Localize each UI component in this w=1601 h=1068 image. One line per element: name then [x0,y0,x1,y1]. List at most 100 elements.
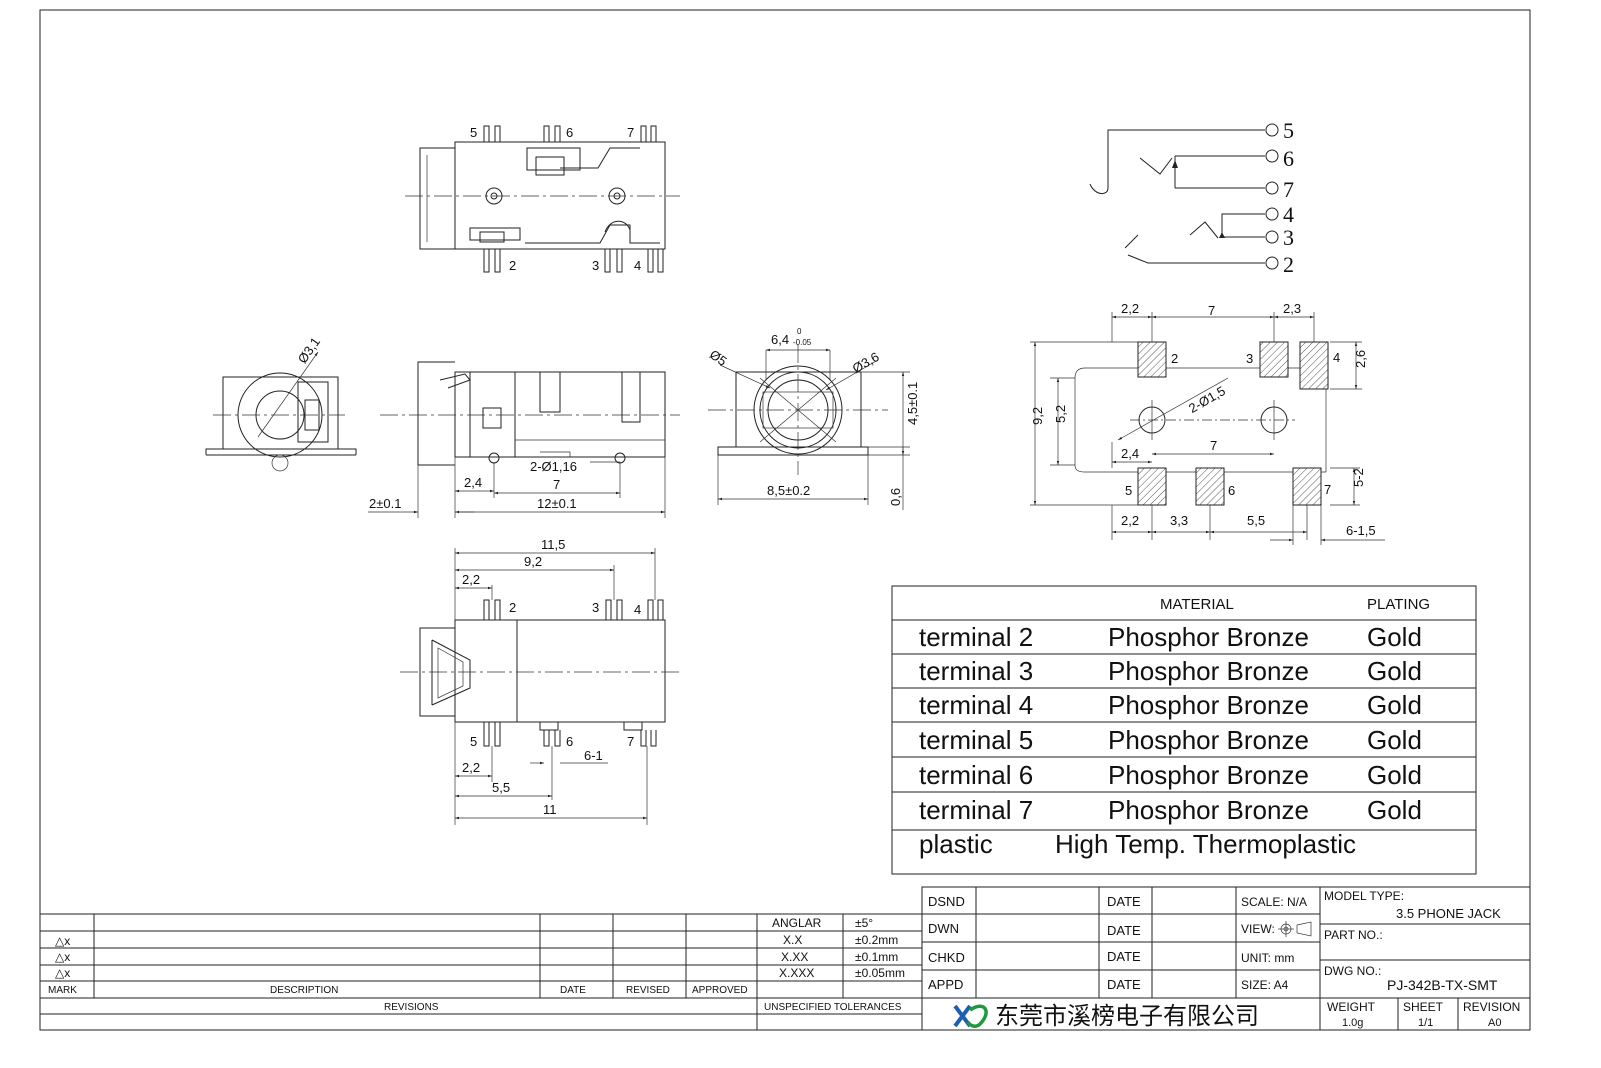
tb-weight: 1.0g [1342,1017,1363,1029]
bottom-dim-22b: 2,2 [462,760,480,775]
fp-dim-22b: 2,2 [1121,513,1139,528]
schematic: 5 6 7 4 3 2 [1089,118,1294,277]
end-dim-06: 0,6 [888,488,903,506]
bottom-pin-6: 6 [566,734,573,749]
revisions-block: △x △x △x MARK DESCRIPTION DATE REVISED A… [39,913,923,1031]
end-dim-85: 8,5±0.2 [767,483,810,498]
tb-size: SIZE: A4 [1241,978,1289,992]
material-row-2-plating: Gold [1367,656,1422,686]
bottom-pin-5: 5 [470,734,477,749]
front-dim-216: 2-Ø1,16 [530,459,577,474]
title-block: DSND DWN CHKD APPD DATE DATE DATE DATE S… [921,886,1531,1031]
fp-pad-7: 7 [1324,482,1331,497]
material-row-4-plating: Gold [1367,725,1422,755]
rev-mark-1: △x [55,934,70,948]
tol-value-1: ±0.2mm [855,933,898,947]
tb-unit: UNIT: mm [1241,951,1294,965]
fp-dim-23: 2,3 [1283,301,1301,316]
end-dim-64-sub: -0.05 [793,338,812,347]
top-pin-3: 3 [592,258,599,273]
schematic-pin-6: 6 [1283,146,1294,171]
pcb-footprint: 2,2 7 2,3 2,6 9,2 5,2 2-Ø1,5 2,4 7 5-2 2… [1030,301,1385,545]
top-pin-6: 6 [566,125,573,140]
end-dim-64-sup: 0 [797,327,802,336]
schematic-pin-3: 3 [1283,225,1294,250]
material-row-3-part: terminal 4 [919,690,1033,720]
material-row-5-plating: Gold [1367,760,1422,790]
material-row-1-material: Phosphor Bronze [1108,622,1309,652]
tb-revision-label: REVISION [1463,1000,1520,1014]
end-view: 6,4 0 -0.05 Ø5 Ø3,6 4,5±0.1 8,5±0.2 0,6 [707,327,920,510]
fp-dim-52: 5,2 [1053,405,1068,423]
schematic-pin-5: 5 [1283,118,1294,143]
material-row-4-part: terminal 5 [919,725,1033,755]
tb-dsnd: DSND [928,894,965,909]
top-pin-5: 5 [470,125,477,140]
bottom-dim-61: 6-1 [584,748,603,763]
fp-dim-615: 6-1,5 [1346,523,1376,538]
rev-mark-2: △x [55,950,70,964]
tb-model-value: 3.5 PHONE JACK [1396,906,1501,921]
top-view: 5 6 7 2 3 4 [405,125,680,273]
end-dim-64: 6,4 [771,332,789,347]
bottom-dim-55: 5,5 [492,780,510,795]
material-header: MATERIAL [1160,596,1234,613]
tb-date-4: DATE [1107,977,1141,992]
tol-value-3: ±0.05mm [855,966,905,980]
tb-date-1: DATE [1107,894,1141,909]
tb-date-2: DATE [1107,923,1141,938]
tb-scale: SCALE: N/A [1241,895,1307,909]
bottom-pin-7: 7 [627,734,634,749]
plastic-part: plastic [919,829,993,859]
front-dim-24: 2,4 [464,475,482,490]
fp-dim-215: 2-Ø1,5 [1186,383,1228,416]
tol-label-3: X.XXX [779,966,814,980]
front-dim-2: 2±0.1 [369,496,401,511]
tb-dwg-label: DWG NO.: [1324,964,1381,978]
material-row-5-material: Phosphor Bronze [1108,760,1309,790]
tol-label-1: X.X [783,933,802,947]
tol-value-2: ±0.1mm [855,950,898,964]
col-date: DATE [560,985,586,996]
fp-dim-26: 2,6 [1353,350,1368,368]
material-row-6-material: Phosphor Bronze [1108,795,1309,825]
tb-revision: A0 [1488,1017,1501,1029]
col-approved: APPROVED [692,985,748,996]
tb-weight-label: WEIGHT [1327,1000,1376,1014]
col-revised: REVISED [626,985,670,996]
material-row-4-material: Phosphor Bronze [1108,725,1309,755]
bottom-dim-11: 11 [543,802,557,817]
front-dim-12: 12±0.1 [537,496,577,511]
fp-pad-6: 6 [1228,483,1235,498]
material-row-1-part: terminal 2 [919,622,1033,652]
material-row-6-plating: Gold [1367,795,1422,825]
projection-symbol-icon [1278,921,1312,937]
bottom-dim-22a: 2,2 [462,572,480,587]
col-description: DESCRIPTION [270,985,338,996]
end-dim-45: 4,5±0.1 [905,382,920,425]
material-row-2-part: terminal 3 [919,656,1033,686]
fp-dim-55: 5,5 [1247,513,1265,528]
footer-revisions: REVISIONS [384,1002,439,1013]
fp-dim-7a: 7 [1208,303,1215,318]
tb-sheet-label: SHEET [1403,1000,1444,1014]
company-logo-icon [953,1004,988,1028]
fp-dim-92: 9,2 [1030,407,1045,425]
side-view: Ø3,1 [205,334,357,472]
tol-label-0: ANGLAR [772,916,822,930]
end-dim-d5: Ø5 [707,347,730,369]
plating-header: PLATING [1367,596,1430,613]
bottom-pin-2: 2 [509,600,516,615]
fp-dim-24: 2,4 [1121,446,1139,461]
top-pin-7: 7 [627,125,634,140]
bottom-pin-4: 4 [634,602,641,617]
bottom-pin-3: 3 [592,600,599,615]
tb-view: VIEW: [1241,922,1275,936]
material-row-1-plating: Gold [1367,622,1422,652]
fp-pad-3: 3 [1246,351,1253,366]
tb-chkd: CHKD [928,950,965,965]
schematic-pin-7: 7 [1283,177,1294,202]
fp-dim-7b: 7 [1210,438,1217,453]
rev-mark-3: △x [55,966,70,980]
front-view: 2-Ø1,16 2,4 7 2±0.1 12±0.1 [368,361,680,518]
